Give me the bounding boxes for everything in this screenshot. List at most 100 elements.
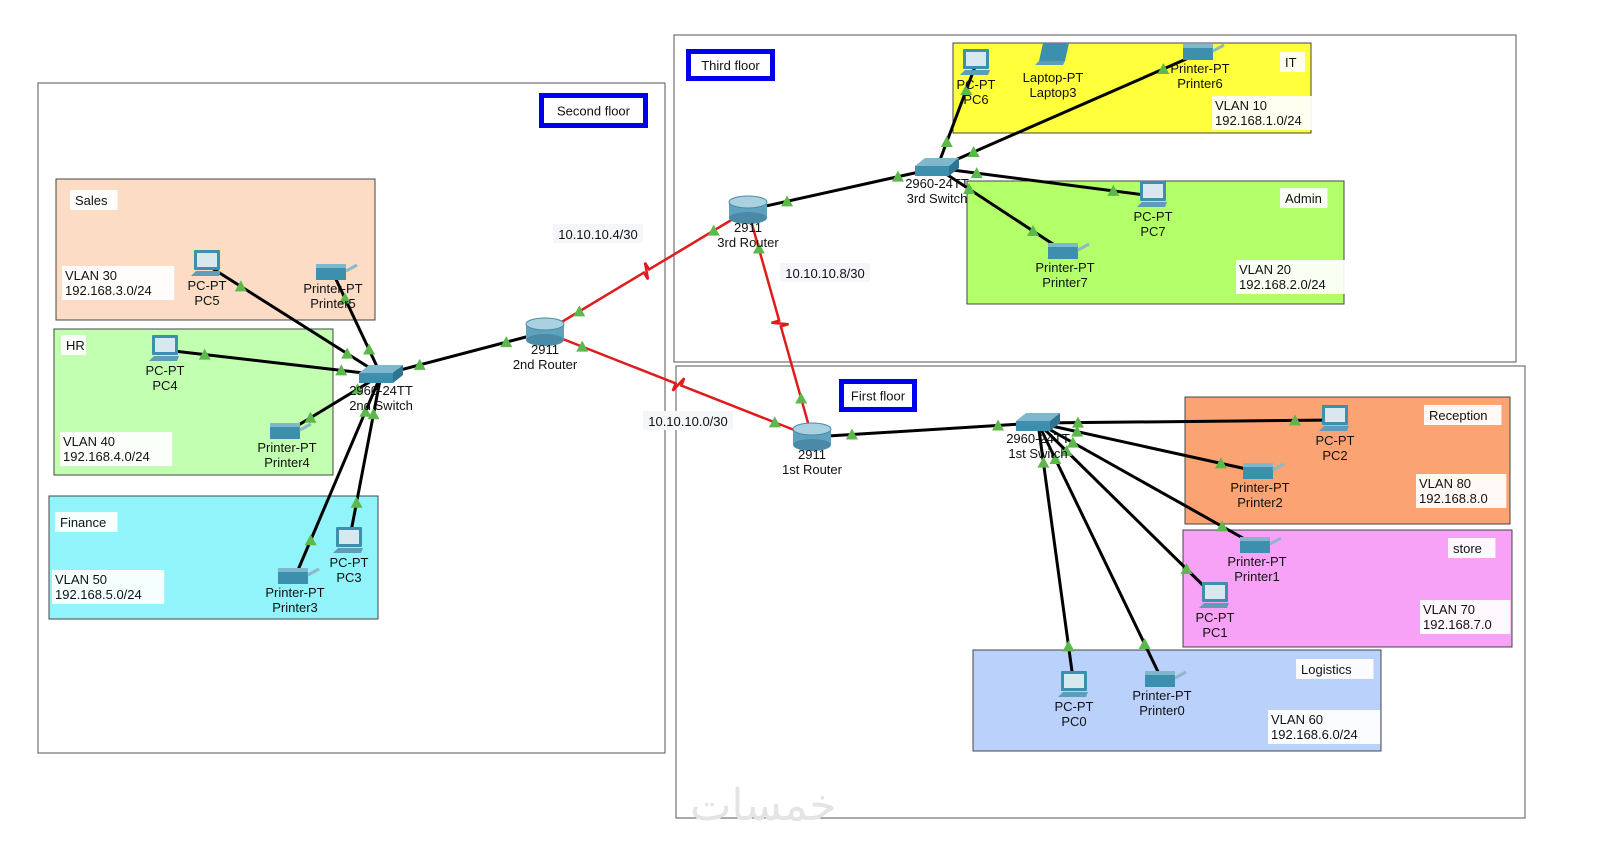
link-status-up-icon bbox=[768, 416, 781, 428]
link-r3-r1[interactable] bbox=[746, 209, 814, 438]
ethernet-cable[interactable] bbox=[811, 421, 1039, 439]
link-s3-pc6[interactable] bbox=[935, 63, 978, 169]
pc-keyboard bbox=[1058, 692, 1088, 697]
link-r2-r3[interactable] bbox=[544, 208, 749, 334]
link-r3-s3[interactable] bbox=[747, 166, 938, 212]
device-name: 1st Switch bbox=[1008, 446, 1067, 461]
printer-icon[interactable] bbox=[1048, 245, 1078, 259]
printer-icon[interactable] bbox=[278, 570, 308, 584]
pc-screen bbox=[966, 52, 986, 66]
link-r2-r1[interactable] bbox=[544, 330, 813, 439]
printer-icon[interactable] bbox=[1145, 673, 1175, 687]
ethernet-cable[interactable] bbox=[164, 348, 382, 377]
ethernet-cable[interactable] bbox=[380, 330, 546, 377]
link-s3-pr7[interactable] bbox=[936, 166, 1066, 254]
link-s1-pc1[interactable] bbox=[1036, 421, 1217, 599]
link-s1-pr2[interactable] bbox=[1037, 421, 1261, 474]
vlan-label-bg bbox=[1420, 600, 1511, 634]
ethernet-cable[interactable] bbox=[935, 63, 978, 169]
pc-screen bbox=[1325, 408, 1345, 422]
link-s2-pc4[interactable] bbox=[164, 348, 382, 377]
vlan-label-bg bbox=[1212, 96, 1325, 130]
ethernet-cable[interactable] bbox=[936, 51, 1201, 170]
switch-icon[interactable] bbox=[915, 158, 959, 166]
device-model: Printer-PT bbox=[303, 281, 362, 296]
printer-icon[interactable] bbox=[316, 266, 346, 280]
link-s2-pr4[interactable] bbox=[286, 373, 382, 434]
switch-icon[interactable] bbox=[359, 365, 403, 373]
ethernet-cable[interactable] bbox=[747, 166, 938, 212]
device-name: PC3 bbox=[336, 570, 361, 585]
device-name: PC4 bbox=[152, 378, 177, 393]
link-status-up-icon bbox=[1062, 640, 1075, 652]
link-s2-pr3[interactable] bbox=[293, 374, 383, 578]
ethernet-cable[interactable] bbox=[1037, 418, 1336, 425]
printer-icon[interactable] bbox=[270, 425, 300, 439]
link-s1-pr1[interactable] bbox=[1037, 421, 1258, 548]
vlan-subnet: 192.168.5.0/24 bbox=[55, 587, 142, 602]
zone-label: Reception bbox=[1429, 408, 1488, 423]
ethernet-cable[interactable] bbox=[1036, 422, 1164, 681]
link-r1-s1[interactable] bbox=[811, 419, 1039, 440]
switch-icon[interactable] bbox=[1016, 413, 1060, 421]
link-s2-pc5[interactable] bbox=[206, 263, 382, 377]
serial-cable[interactable] bbox=[544, 208, 749, 334]
switch-icon-front bbox=[359, 373, 393, 383]
ethernet-cable[interactable] bbox=[936, 166, 1154, 198]
link-s3-pr6[interactable] bbox=[936, 51, 1201, 170]
ethernet-cable[interactable] bbox=[331, 272, 383, 376]
link-s1-pc0[interactable] bbox=[1036, 422, 1076, 687]
ethernet-cable[interactable] bbox=[936, 166, 1066, 254]
serial-cable[interactable] bbox=[746, 209, 814, 438]
printer-icon[interactable] bbox=[1240, 539, 1270, 553]
serial-cable[interactable] bbox=[544, 330, 813, 439]
link-status-up-icon bbox=[1066, 436, 1079, 448]
link-s2-pr5[interactable] bbox=[331, 272, 383, 376]
zone-label: Logistics bbox=[1301, 662, 1352, 677]
link-s3-pc7[interactable] bbox=[936, 166, 1154, 198]
device-model: 2911 bbox=[531, 342, 559, 357]
zone-label-bg bbox=[1424, 405, 1502, 425]
link-r2-s2[interactable] bbox=[380, 330, 546, 377]
printer-icon[interactable] bbox=[1183, 46, 1213, 60]
ethernet-cable[interactable] bbox=[286, 373, 382, 434]
device-name: 3rd Switch bbox=[907, 191, 968, 206]
vlan-label-bg bbox=[1236, 260, 1349, 294]
device-name: Printer1 bbox=[1234, 569, 1280, 584]
printer-icon[interactable] bbox=[1243, 465, 1273, 479]
link-status-up-icon bbox=[1289, 414, 1302, 426]
link-s1-pc2[interactable] bbox=[1037, 414, 1336, 428]
printer-paper bbox=[1174, 670, 1187, 680]
device-name: Printer2 bbox=[1237, 495, 1283, 510]
laptop-icon[interactable] bbox=[1039, 43, 1069, 61]
vlan-id: VLAN 80 bbox=[1419, 476, 1471, 491]
link-s1-pr0[interactable] bbox=[1036, 422, 1164, 681]
link-status-up-icon bbox=[500, 336, 513, 348]
ethernet-cable[interactable] bbox=[347, 374, 383, 543]
pc-keyboard bbox=[960, 70, 990, 75]
